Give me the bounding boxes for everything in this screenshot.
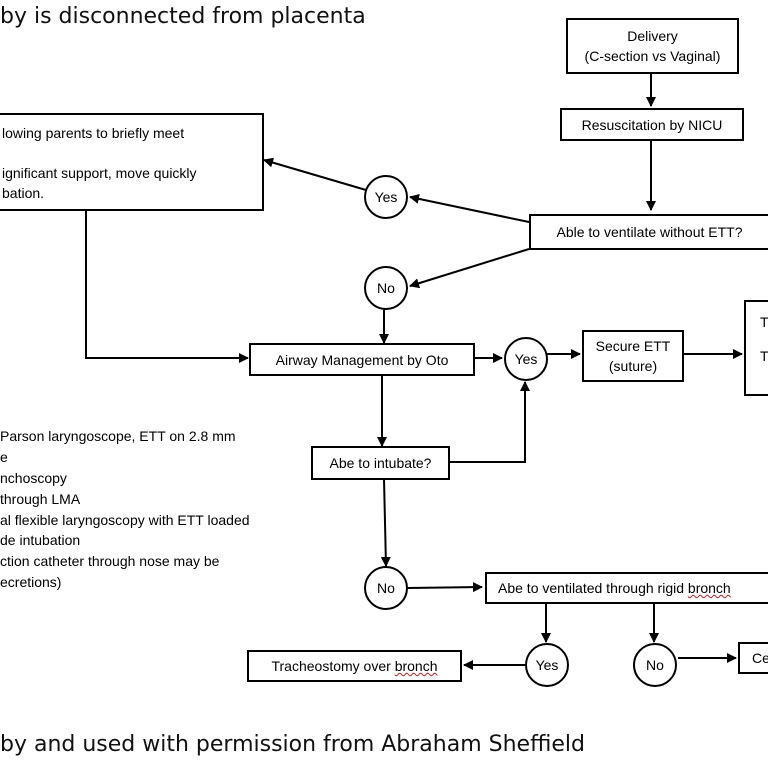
option-item: al flexible laryngoscopy with ETT loaded — [0, 511, 250, 528]
right-cut-text-1: Tr — [760, 314, 768, 330]
arrow-yes-to-parents — [263, 157, 367, 191]
arrow-intubate-to-yes — [449, 381, 530, 463]
management-options-list: Parson laryngoscope, ETT on 2.8 mm e nch… — [0, 426, 300, 593]
ventilate-question-box: Able to ventilate without ETT? — [529, 214, 768, 250]
arrow-ventilate-to-no — [409, 248, 530, 289]
intubate-question-box: Abe to intubate? — [311, 446, 450, 480]
yes-circle-airway: Yes — [504, 337, 548, 381]
yes-circle-ventilate: Yes — [364, 175, 408, 219]
arrow-parents-to-airway — [85, 210, 249, 363]
right-cut-text-2: T — [760, 348, 768, 364]
tracheostomy-word: bronch — [394, 658, 438, 674]
no-circle-ventilate: No — [364, 266, 408, 310]
page-title: by is disconnected from placenta — [0, 4, 366, 29]
tracheostomy-box: Tracheostomy over bronch — [247, 650, 462, 682]
rigid-bronch-word: bronch — [687, 580, 731, 596]
option-item: nchoscopy — [0, 469, 67, 486]
no-circle-rigid: No — [633, 643, 677, 687]
tracheostomy-text: Tracheostomy over — [271, 658, 395, 674]
option-item: e — [0, 448, 8, 465]
no-circle-intubate: No — [364, 566, 408, 610]
resuscitation-box: Resuscitation by NICU — [560, 108, 744, 141]
arrow-no-to-rigid — [407, 582, 483, 593]
yes-circle-rigid: Yes — [525, 643, 569, 687]
footer-credit: by and used with permission from Abraham… — [0, 732, 585, 757]
option-item: Parson laryngoscope, ETT on 2.8 mm — [0, 428, 236, 444]
arrow-ventilate-to-yes — [409, 193, 530, 223]
option-item: ction catheter through nose may be — [0, 553, 220, 570]
option-item: ecretions) — [0, 574, 62, 591]
arrow-intubate-to-no — [380, 478, 391, 567]
rigid-bronch-question-box: Abe to ventilated through rigid bronch — [485, 572, 768, 604]
option-item: de intubation — [0, 532, 81, 549]
airway-management-box: Airway Management by Oto — [249, 343, 475, 376]
right-cut-box: Tr T — [744, 300, 768, 396]
delivery-box: Delivery (C-section vs Vaginal) — [566, 18, 739, 74]
parents-box: lowing parents to briefly meet ignifican… — [0, 113, 264, 211]
ce-cut-box: Ce — [738, 642, 768, 674]
rigid-bronch-text: Abe to ventilated through rigid — [498, 580, 688, 596]
option-item: through LMA — [0, 490, 81, 507]
secure-ett-box: Secure ETT (suture) — [582, 330, 684, 382]
